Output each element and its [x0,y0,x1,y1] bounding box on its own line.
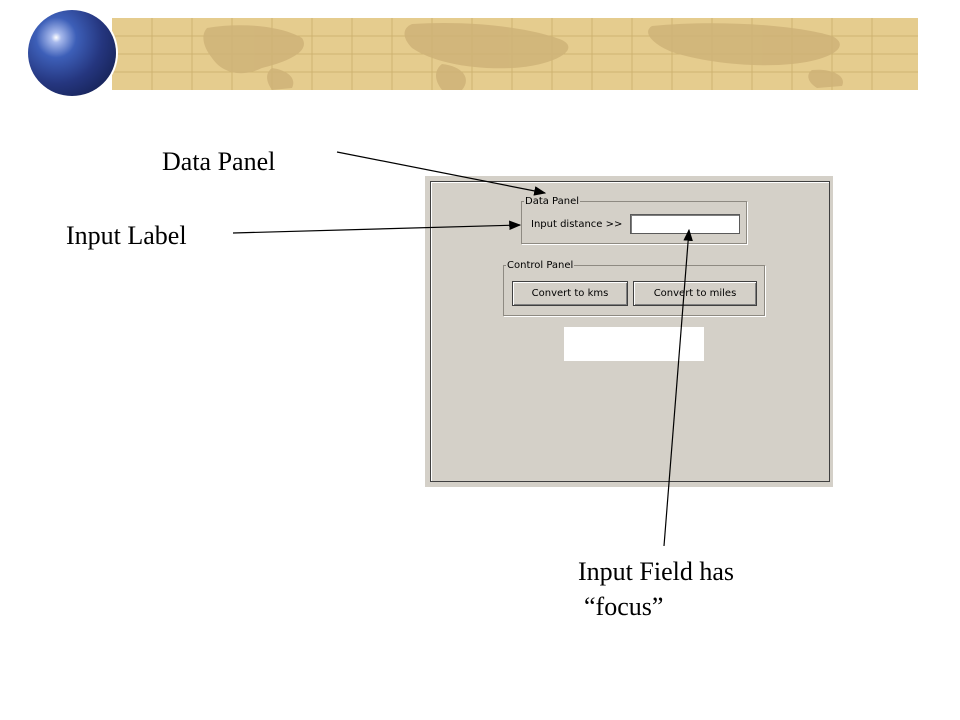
callout-input-focus-line1: Input Field has [578,557,734,586]
callout-input-focus: Input Field has “focus” [578,554,734,624]
callout-data-panel: Data Panel [162,147,276,176]
arrow-to-data-panel [336,151,547,196]
arrow-to-input-label [232,220,522,234]
callout-input-focus-line2: “focus” [584,592,664,622]
input-distance-label: Input distance >> [531,219,623,230]
app-window: Data Panel Input distance >> Control Pan… [425,176,833,487]
control-panel: Control Panel Convert to kms Convert to … [503,260,765,316]
data-panel-legend: Data Panel [525,196,580,207]
globe-icon [28,10,116,96]
header-banner [112,18,918,90]
control-panel-legend: Control Panel [507,260,574,271]
convert-to-kms-button[interactable]: Convert to kms [512,281,628,306]
world-map-graphic [112,18,918,90]
convert-to-miles-button[interactable]: Convert to miles [633,281,757,306]
arrow-to-input-field [663,228,693,547]
window-content-pane: Data Panel Input distance >> Control Pan… [430,181,830,482]
data-panel: Data Panel Input distance >> [521,196,747,244]
callout-input-label: Input Label [66,221,187,250]
